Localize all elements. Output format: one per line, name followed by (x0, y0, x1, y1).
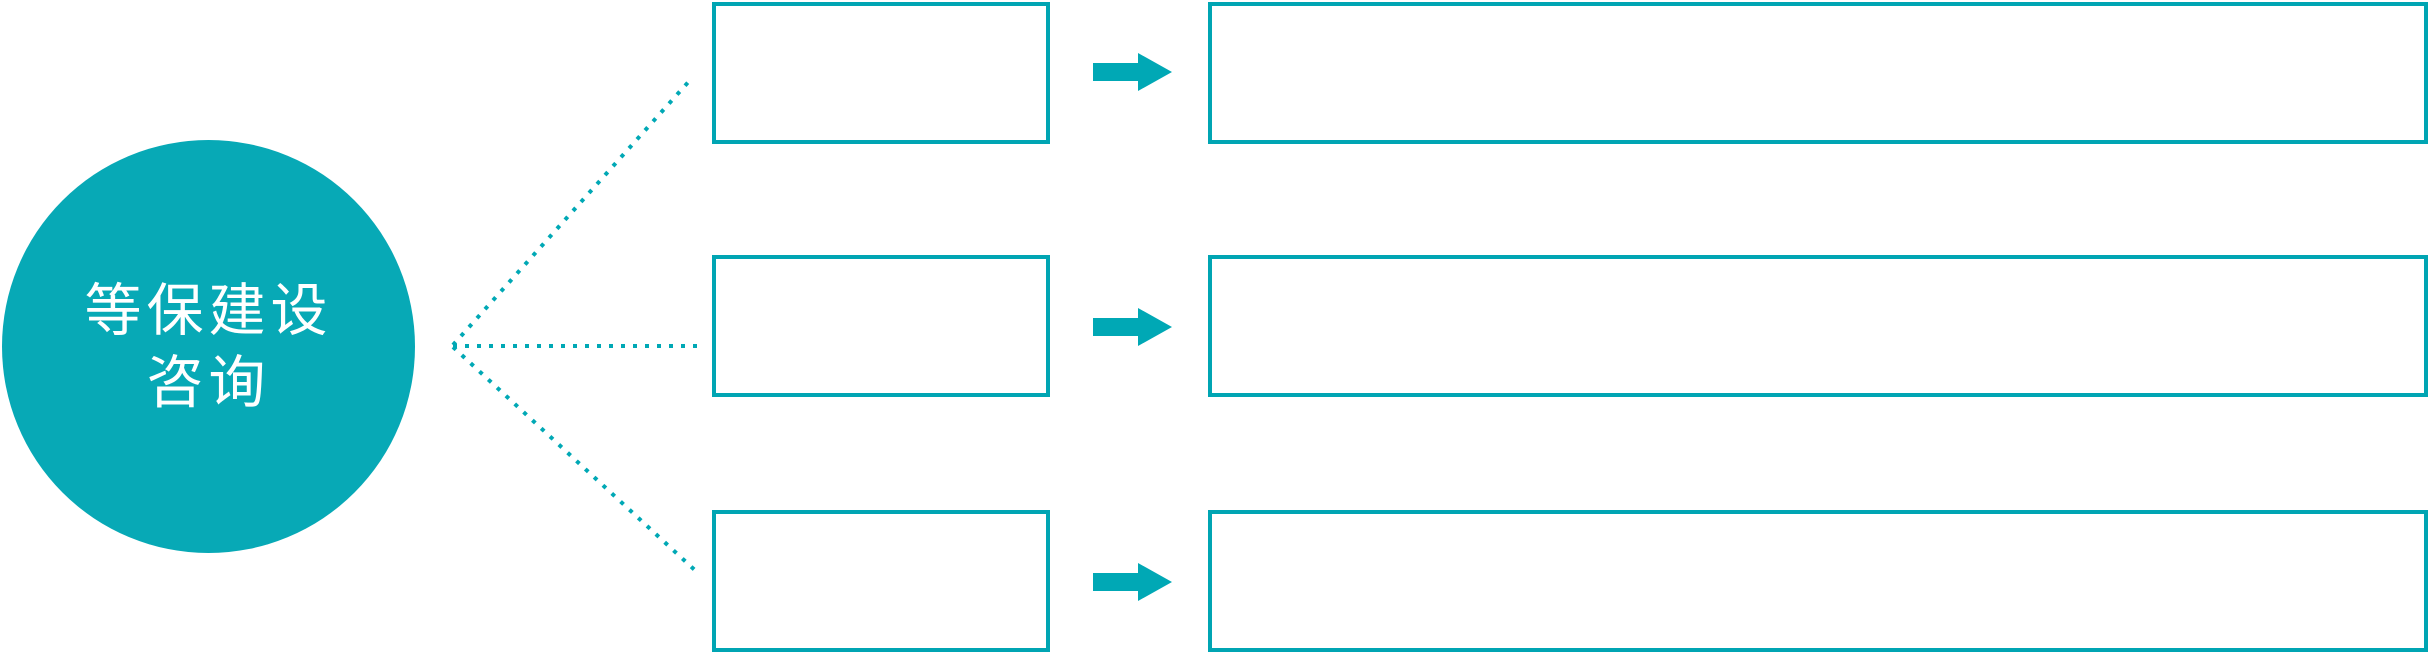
detail-box-2 (1208, 255, 2428, 397)
step-box-3 (712, 510, 1050, 652)
arrow-right-icon-2 (1093, 308, 1172, 346)
arrow-right-icon-1 (1093, 53, 1172, 91)
detail-box-1 (1208, 2, 2428, 144)
connector-line-bottom (451, 345, 700, 575)
hub-label-line2: 咨询 (146, 349, 271, 416)
hub-label-line1: 等保建设 (84, 277, 333, 344)
connector-line-top (451, 77, 693, 347)
arrow-right-icon-3 (1093, 563, 1172, 601)
step-box-1 (712, 2, 1050, 144)
step-box-2 (712, 255, 1050, 397)
hub-circle: 等保建设 咨询 (2, 140, 415, 553)
detail-box-3 (1208, 510, 2428, 652)
